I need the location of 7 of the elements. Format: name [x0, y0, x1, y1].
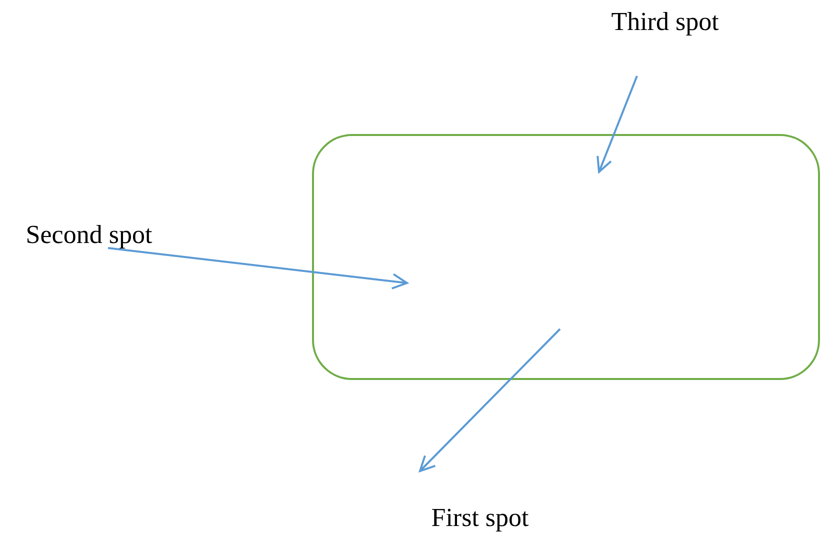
arrow	[108, 247, 408, 290]
arrow	[596, 76, 638, 173]
arrow	[419, 328, 561, 472]
rounded-rectangle	[312, 134, 820, 380]
spot-label: Third spot	[611, 6, 719, 38]
spot-label: First spot	[431, 502, 529, 534]
spot-label: Second spot	[26, 219, 152, 250]
